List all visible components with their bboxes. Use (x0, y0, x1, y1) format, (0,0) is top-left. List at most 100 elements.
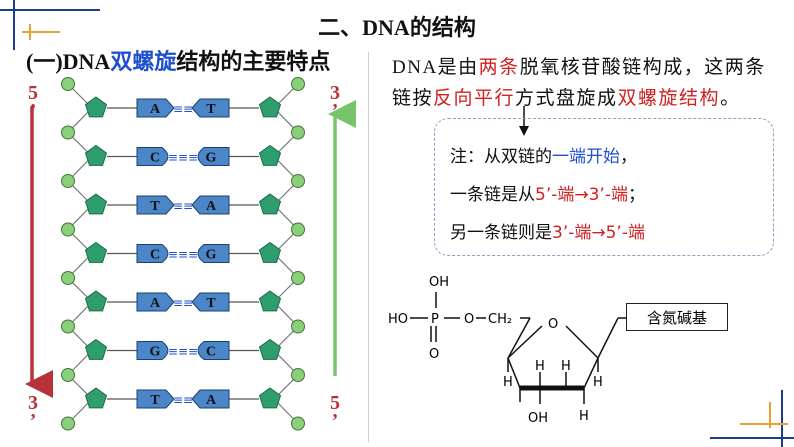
note-text: ； (627, 185, 645, 205)
subtitle-prefix: (一)DNA (26, 49, 111, 74)
right-base-shape (197, 147, 230, 166)
phosphate-circle (61, 77, 75, 91)
phosphate-circle (291, 271, 305, 285)
deoxyribose-pentagon (84, 96, 108, 118)
label-3-prime-left: 3 (28, 392, 38, 414)
hydrogen-label: H (561, 359, 571, 374)
note-line-2: 一条链是从5’-端→3’-端； (450, 180, 645, 205)
hydrogen-bond: ≡≡ (173, 102, 193, 116)
phosphate-circle (61, 222, 75, 237)
deoxyribose-pentagon (258, 96, 282, 118)
left-base-shape (136, 195, 175, 215)
right-base-letter: G (206, 151, 217, 166)
hydrogen-label: H (579, 409, 589, 424)
right-base-shape (197, 244, 230, 263)
para-emphasis: 双螺旋结构 (617, 88, 721, 109)
double-bond-oxygen-label: O (429, 347, 439, 362)
left-base-shape (136, 244, 169, 263)
right-base-shape (191, 389, 230, 409)
label-5-prime-left: 5 (28, 82, 38, 104)
prime-mark: ’ (331, 410, 339, 432)
deoxyribose-pentagon (84, 241, 108, 263)
note-line-1: 注：从双链的一端开始， (450, 142, 637, 167)
subtitle-highlight: 双螺旋 (110, 49, 177, 74)
deoxyribose-pentagon (84, 144, 108, 166)
left-base-letter: T (150, 393, 160, 408)
para-text: DNA是由 (392, 57, 479, 78)
left-base-shape (136, 147, 169, 166)
left-strand-bottom-label: 3’ (24, 392, 42, 432)
ring-oxygen-label: O (548, 317, 558, 332)
right-base-letter: A (206, 393, 217, 408)
right-base-letter: G (206, 248, 217, 263)
phosphate-circle (291, 416, 305, 431)
right-base-letter: T (206, 296, 216, 311)
hydrogen-bond: ≡≡≡ (168, 248, 198, 262)
right-base-shape (191, 292, 230, 312)
deoxyribose-pentagon (258, 193, 282, 215)
left-base-letter: C (150, 151, 160, 166)
right-strand-top-label: 3’ (326, 82, 344, 122)
phosphate-circle (291, 77, 305, 91)
deoxyribose-pentagon (258, 387, 282, 409)
note-text: 另一条链则是 (450, 223, 552, 243)
left-base-shape (136, 341, 169, 360)
phosphate-circle (61, 319, 75, 334)
note-text: 一条链是从 (450, 185, 535, 205)
para-text: 方式盘旋成 (515, 88, 618, 109)
hydrogen-bond: ≡≡ (173, 296, 193, 310)
hydrogen-label: H (535, 359, 545, 374)
phosphate-circle (61, 416, 75, 431)
left-base-letter: T (150, 199, 160, 214)
para-text: 。 (720, 88, 741, 109)
note-text: 注：从双链的 (450, 147, 552, 167)
note-line-3: 另一条链则是3’-端→5’-端 (450, 218, 645, 243)
deoxyribose-pentagon (258, 144, 282, 166)
deoxyribose-pentagon (84, 290, 108, 312)
note-emphasis: 一端开始 (552, 147, 620, 167)
phosphate-circle (61, 174, 75, 188)
phosphate-circle (291, 125, 305, 140)
para-emphasis: 两条 (478, 57, 520, 78)
subtitle-suffix: 结构的主要特点 (176, 49, 331, 74)
phosphate-circle (291, 319, 305, 334)
hydrogen-bond: ≡≡ (173, 393, 193, 407)
phosphorus-label: P (431, 312, 439, 327)
note-emphasis: 3’-端→5’-端 (552, 223, 645, 243)
left-base-letter: A (150, 102, 161, 117)
prime-mark: ’ (29, 410, 37, 432)
nucleotide-structure-diagram: OH HO P O CH₂ O O H H H H OH H (388, 275, 626, 426)
label-3-prime-right: 3 (330, 82, 340, 104)
deoxyribose-pentagon (84, 387, 108, 409)
phosphate-circle (291, 222, 305, 237)
slide-title: 二、DNA的结构 (318, 15, 476, 40)
left-base-shape (136, 292, 175, 312)
deoxyribose-pentagon (258, 338, 282, 360)
corner-decoration-top-left (0, 0, 100, 50)
deoxyribose-pentagon (258, 241, 282, 263)
note-box (434, 118, 774, 256)
ho-left-label: HO (388, 312, 408, 327)
phosphate-circle (291, 174, 305, 188)
hydrogen-label: H (593, 375, 603, 390)
hydrogen-bond: ≡≡≡ (168, 345, 198, 359)
ch2-label: CH₂ (488, 312, 512, 327)
right-base-shape (191, 195, 230, 215)
para-emphasis: 反向平行 (433, 88, 516, 109)
note-text: ， (620, 147, 637, 167)
left-base-shape (136, 389, 175, 409)
prime-mark: ’ (331, 100, 339, 122)
left-base-shape (136, 98, 175, 118)
right-base-shape (191, 98, 230, 118)
explanation-paragraph: DNA是由两条脱氧核苷酸链构成，这两条链按反向平行方式盘旋成双螺旋结构。 (392, 52, 782, 114)
phosphate-circle (61, 368, 75, 382)
right-base-shape (197, 341, 230, 360)
corner-decoration-bottom-right (710, 390, 794, 447)
oxygen-label: O (464, 312, 474, 327)
right-strand-bottom-label: 5’ (326, 392, 344, 432)
para-text: 脱氧核苷酸链构成，这两条链按 (392, 57, 766, 109)
deoxyribose-pentagon (258, 290, 282, 312)
label-5-prime-right: 5 (330, 392, 340, 414)
phosphate-circle (61, 125, 75, 140)
